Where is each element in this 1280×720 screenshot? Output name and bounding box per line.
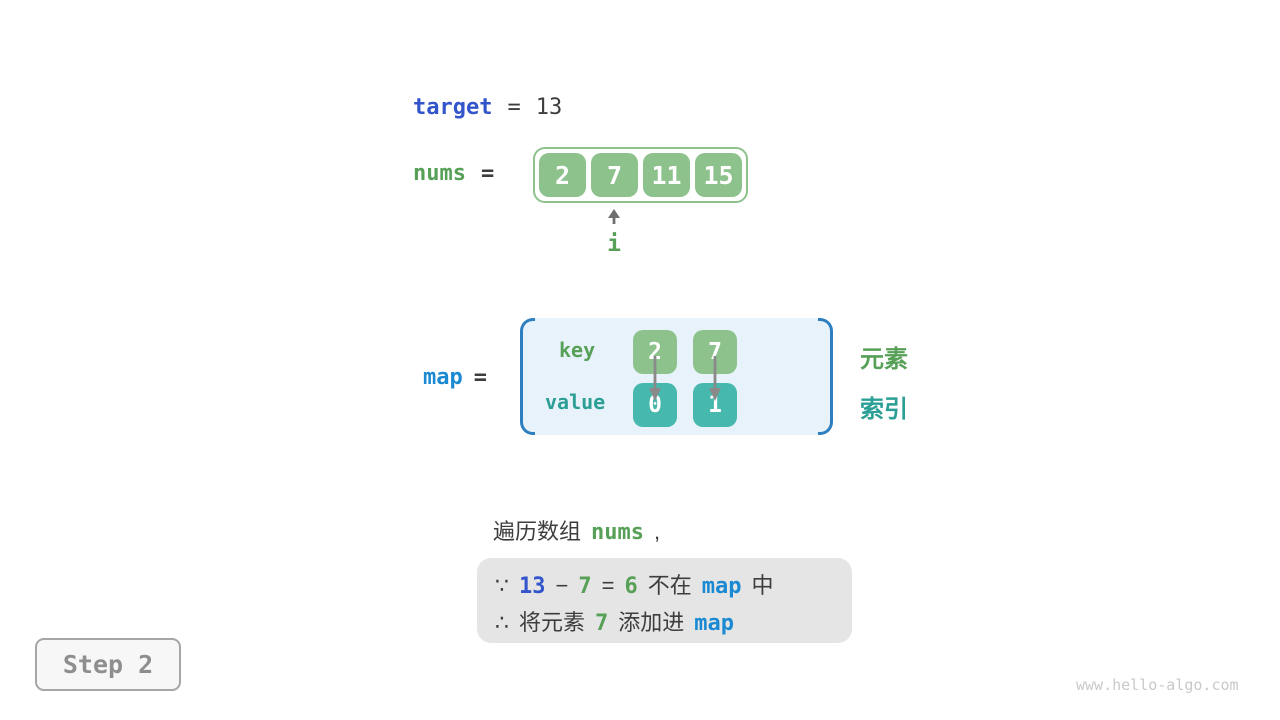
equals-sign: = (601, 573, 615, 598)
nums-equals: = (480, 161, 495, 186)
caption-text: 遍历数组 (493, 519, 582, 544)
map-label-row: map = (423, 365, 487, 390)
map-value-label: value (545, 390, 606, 414)
therefore-symbol: ∴ (495, 610, 509, 635)
target-label: target (413, 95, 493, 120)
nums-cell: 11 (643, 153, 690, 197)
nums-label-row: nums = (413, 161, 494, 186)
nums-label: nums (413, 161, 466, 186)
nums-array: 2 7 11 15 (533, 147, 748, 203)
caption-comma: , (654, 519, 661, 544)
index-side-label: 索引 (860, 396, 908, 423)
minus-sign: − (555, 573, 569, 598)
down-arrow-icon (709, 356, 721, 401)
note-text: 添加进 (618, 610, 685, 635)
down-arrow-icon (649, 356, 661, 401)
note-text: 将元素 (519, 610, 586, 635)
caption-code: nums (591, 520, 644, 545)
note-num: 13 (519, 574, 546, 599)
step-badge: Step 2 (35, 638, 181, 691)
map-key-label: key (559, 338, 596, 362)
nums-cell: 7 (591, 153, 638, 197)
target-row: target = 13 (413, 95, 562, 120)
element-side-label: 元素 (860, 346, 908, 373)
note-box: ∵ 13 − 7 = 6 不在 map 中 ∴ 将元素 7 添加进 map (477, 558, 852, 643)
because-symbol: ∵ (495, 573, 509, 598)
map-key-cell: 2 (633, 330, 677, 374)
watermark: www.hello-algo.com (1076, 676, 1239, 694)
map-container: key value 2 7 0 1 (520, 318, 833, 435)
pointer-label-i: i (607, 231, 621, 257)
note-code: map (694, 611, 735, 636)
map-key-cell: 7 (693, 330, 737, 374)
note-code: map (701, 574, 742, 599)
note-num: 6 (624, 574, 638, 599)
note-text: 不在 (647, 573, 692, 598)
nums-cell: 15 (695, 153, 742, 197)
note-text: 中 (751, 573, 774, 598)
map-left-bracket (520, 318, 535, 435)
map-right-bracket (818, 318, 833, 435)
target-equals: = (507, 95, 521, 120)
map-equals: = (473, 365, 487, 390)
map-label: map (423, 365, 463, 390)
nums-cell: 2 (539, 153, 586, 197)
note-num: 7 (595, 611, 609, 636)
caption: 遍历数组 nums , (493, 514, 660, 546)
note-line-1: ∵ 13 − 7 = 6 不在 map 中 (495, 569, 852, 603)
note-num: 7 (578, 574, 592, 599)
note-line-2: ∴ 将元素 7 添加进 map (495, 606, 852, 640)
up-arrow-icon (608, 209, 620, 224)
target-value: 13 (535, 95, 563, 120)
